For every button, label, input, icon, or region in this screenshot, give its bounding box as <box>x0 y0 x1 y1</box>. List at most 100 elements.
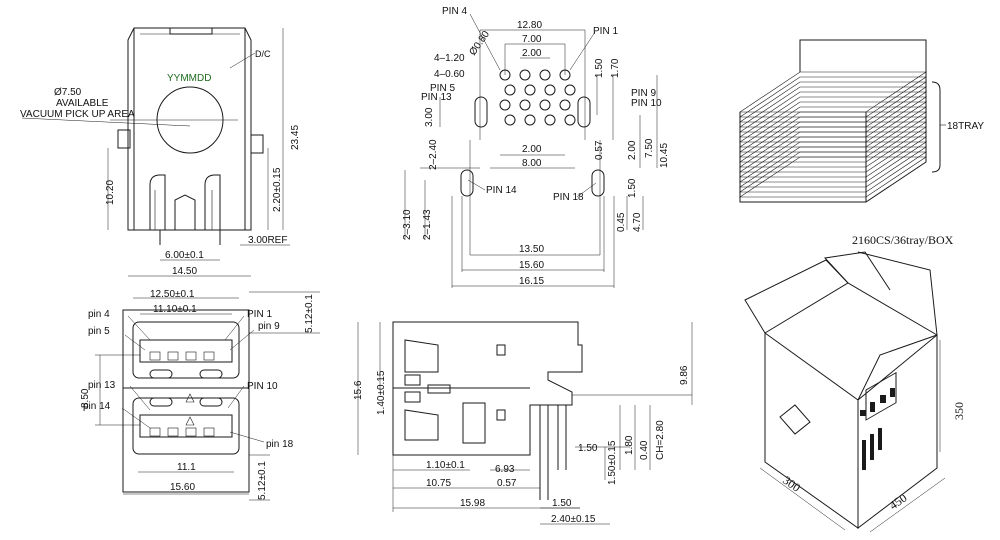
front-upper-height: 5.12±0.1 <box>304 294 315 333</box>
front-lower-height: 5.12±0.1 <box>257 461 268 500</box>
footprint-pin5: PIN 5 <box>430 83 455 94</box>
profile-180: 1.80 <box>624 435 635 455</box>
front-pin4: pin 4 <box>88 309 110 320</box>
box-print-marks <box>860 388 895 470</box>
upper-contact <box>149 351 161 361</box>
footprint-200b: 2.00 <box>522 144 542 155</box>
side-profile <box>357 321 693 525</box>
profile-height: 15.6 <box>353 380 364 400</box>
tray-count: 18TRAY <box>947 121 984 132</box>
footprint-057: 0.57 <box>594 140 605 160</box>
box-front-face <box>764 332 859 529</box>
left-height: 10.20 <box>105 180 116 205</box>
footprint-hole-b: 4–0.60 <box>434 69 465 80</box>
upper-contact <box>167 351 179 361</box>
profile-240: 2.40±0.15 <box>551 514 596 525</box>
pitch-dimension: 6.00±0.1 <box>165 250 204 261</box>
footprint-hole <box>539 99 551 111</box>
vacuum-pickup-label: VACUUM PICK UP AREA <box>20 109 135 120</box>
front-overall-width: 15.60 <box>170 482 195 493</box>
tray-layers <box>739 39 927 203</box>
lower-contact <box>203 427 215 437</box>
footprint-hole <box>524 84 536 96</box>
tray-stack <box>739 39 946 203</box>
footprint-800: 8.00 <box>522 158 542 169</box>
overall-height: 23.45 <box>290 125 301 150</box>
box-depth: 450 <box>887 491 910 513</box>
front-pin9: pin 9 <box>258 321 280 332</box>
width-dimension: 14.50 <box>172 266 197 277</box>
profile-693: 6.93 <box>495 464 515 475</box>
footprint-hole <box>499 99 511 111</box>
profile-040: 0.40 <box>639 440 650 460</box>
footprint-hole <box>544 114 556 126</box>
upper-contact <box>185 351 197 361</box>
front-port-width: 11.1 <box>177 462 196 473</box>
footprint-hole <box>564 114 576 126</box>
profile-057: 0.57 <box>497 478 517 489</box>
footprint-143: 2–1.43 <box>422 209 433 240</box>
footprint-300: 3.00 <box>424 107 435 127</box>
footprint-hole <box>564 84 576 96</box>
box-quantity: 2160CS/36tray/BOX <box>852 233 954 247</box>
footprint-hole <box>504 114 516 126</box>
front-width-outer: 12.50±0.1 <box>150 289 195 300</box>
lower-contact <box>167 427 179 437</box>
footprint-hole-a: 4–1.20 <box>434 53 465 64</box>
footprint-holes <box>499 69 576 126</box>
footprint-310: 2–3.10 <box>402 209 413 240</box>
ref-dimension: 3.00REF <box>248 235 287 246</box>
footprint-150b: 1.50 <box>627 178 638 198</box>
footprint-hole <box>524 114 536 126</box>
date-code: YYMMDD <box>167 73 211 84</box>
profile-chamfer: CH=2.80 <box>655 420 666 460</box>
footprint-hole <box>559 99 571 111</box>
upper-port <box>132 321 240 379</box>
footprint-045: 0.45 <box>616 212 627 232</box>
footprint-hole <box>544 84 556 96</box>
box-width: 300 <box>780 473 803 495</box>
footprint-200: 2.00 <box>522 48 542 59</box>
carton-box <box>744 251 946 533</box>
footprint-470: 4.70 <box>632 212 643 232</box>
lower-port <box>132 397 240 455</box>
footprint-pin18: PIN 18 <box>553 192 584 203</box>
footprint-pin13: PIN 13 <box>421 92 452 103</box>
upper-contact <box>203 351 215 361</box>
footprint-hole <box>504 84 516 96</box>
vacuum-available: AVAILABLE <box>56 98 109 109</box>
profile-tab: 1.40±0.15 <box>376 370 387 415</box>
front-pin1: PIN 1 <box>247 309 272 320</box>
front-pin5: pin 5 <box>88 326 110 337</box>
footprint-pin9: PIN 9 <box>631 88 656 99</box>
footprint-750: 7.50 <box>644 138 655 158</box>
profile-upper: 9.86 <box>679 365 690 385</box>
footprint-1615: 16.15 <box>519 276 544 287</box>
front-pin18: pin 18 <box>266 439 294 450</box>
footprint-1350: 13.50 <box>519 244 544 255</box>
footprint-pin14: PIN 14 <box>486 185 517 196</box>
footprint-150: 1.50 <box>594 58 605 78</box>
footprint-pin1: PIN 1 <box>593 26 618 37</box>
box-side-face <box>857 333 938 530</box>
vacuum-diameter: Ø7.50 <box>54 87 82 98</box>
profile-150b: 1.50±0.15 <box>607 440 618 485</box>
profile-150c: 1.50 <box>552 498 572 509</box>
front-pin13: pin 13 <box>88 380 116 391</box>
footprint-240: 2–2.40 <box>428 139 439 170</box>
profile-110: 1.10±0.1 <box>426 460 465 471</box>
profile-1075: 10.75 <box>426 478 451 489</box>
side-view <box>21 27 290 277</box>
footprint-pin4: PIN 4 <box>442 6 467 17</box>
front-mid-height: 8.50 <box>80 388 91 408</box>
lower-contact <box>185 427 197 437</box>
front-width-inner: 11.10±0.1 <box>153 304 197 315</box>
footprint-width-top: 12.80 <box>517 20 542 31</box>
tray-top <box>799 39 927 72</box>
footprint-hole <box>539 69 551 81</box>
footprint-hole <box>519 99 531 111</box>
footprint-pin10: PIN 10 <box>631 98 662 109</box>
footprint-700: 7.00 <box>522 34 542 45</box>
